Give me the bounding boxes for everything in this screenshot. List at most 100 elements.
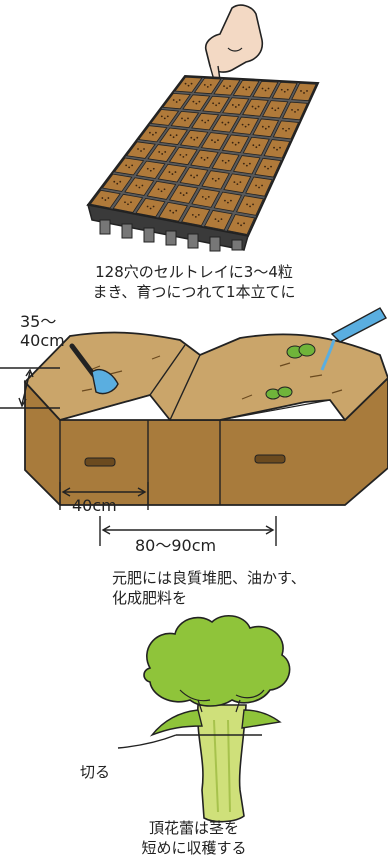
tray-cell: [202, 95, 230, 113]
seed-dot: [169, 134, 172, 137]
fertilizer-line1: 元肥には良質堆肥、油かす、: [112, 569, 306, 587]
seed-dot: [241, 123, 244, 126]
seed-dot: [175, 134, 178, 137]
seed-dot: [196, 174, 198, 177]
tray-cell: [190, 149, 219, 169]
seed-dot: [185, 192, 188, 194]
seed-dot: [137, 148, 139, 150]
seed-dot: [101, 197, 104, 199]
seed-dot: [172, 99, 175, 101]
seed-dot: [163, 117, 166, 120]
seed-dot: [306, 90, 308, 92]
seed-dot: [190, 82, 193, 85]
seed-dot: [234, 143, 237, 146]
tray-cell: [113, 157, 145, 176]
seed-dot: [187, 84, 190, 87]
tray-cell: [191, 188, 221, 208]
seed-dot: [280, 88, 283, 91]
seed-dot: [240, 224, 242, 227]
seed-dot: [242, 86, 245, 89]
tray-cell: [222, 97, 250, 115]
harvest-caption-line2: 短めに収穫する: [141, 839, 247, 857]
tray-cell: [89, 189, 121, 209]
seed-dot: [211, 139, 213, 142]
tray-cell: [235, 195, 264, 216]
seed-dot: [198, 100, 201, 103]
seed-dot: [227, 159, 230, 162]
seed-dot: [217, 177, 220, 180]
seed-dot: [261, 125, 264, 128]
bed-spacing-label: 80～90cm: [135, 536, 217, 555]
seed-dot: [192, 100, 195, 103]
tray-cell: [211, 152, 240, 172]
seed-dot: [196, 136, 199, 139]
seed-dot: [149, 207, 152, 210]
seed-dot: [291, 108, 293, 111]
seed-dot: [248, 86, 251, 89]
tray-cell: [213, 78, 241, 96]
seed-dot: [297, 108, 299, 111]
seed-dot: [276, 148, 278, 151]
ridge-height-line1: 35～: [20, 312, 57, 331]
seed-dot: [223, 85, 225, 87]
seed-dot: [229, 85, 231, 87]
ridge-height-line2: 40cm: [20, 331, 65, 350]
seed-dot: [230, 199, 232, 202]
seed-dot: [288, 127, 290, 130]
seed-dot: [178, 99, 181, 101]
seed-dot: [190, 174, 192, 177]
seed-dot: [201, 119, 204, 122]
tray-cell: [281, 101, 308, 121]
ridge-width-dimension: [59, 482, 149, 510]
seed-dot: [157, 188, 160, 191]
seed-dot: [286, 88, 289, 91]
seed-dot: [234, 106, 237, 108]
seed-dot: [138, 186, 141, 189]
tray-cell: [181, 205, 211, 227]
seed-dot: [184, 82, 187, 85]
seed-dot: [270, 165, 272, 168]
seed-dot: [209, 83, 212, 86]
seed-dot: [255, 184, 257, 187]
tray-cell: [291, 82, 317, 102]
tray-cell: [242, 98, 269, 117]
seed-dot: [152, 133, 154, 136]
seed-dot: [274, 109, 277, 112]
seed-dot: [215, 104, 218, 107]
seed-dot: [160, 190, 163, 193]
tray-cell: [135, 160, 166, 179]
seed-dot: [181, 117, 183, 120]
seed-dot: [248, 162, 251, 165]
tray-cell: [135, 197, 166, 218]
seed-dot: [277, 107, 280, 110]
fertilizer-line2: 化成肥料を: [112, 589, 188, 607]
trowel-illustration: [69, 343, 119, 395]
tray-cell: [168, 184, 199, 204]
tray-cell: [242, 136, 270, 156]
seed-dot: [127, 203, 129, 206]
seed-dot: [204, 121, 207, 124]
seed-dot: [247, 123, 250, 126]
seed-dot: [187, 117, 189, 120]
seed-dot: [155, 131, 157, 134]
tray-cell: [271, 81, 298, 100]
seed-dot: [227, 201, 229, 204]
seed-dot: [174, 171, 177, 173]
seed-dot: [267, 87, 270, 90]
tray-cell: [112, 193, 144, 213]
seed-dot: [185, 153, 188, 156]
seed-dot: [211, 177, 214, 180]
seed-dot: [172, 211, 175, 214]
ridge-width-label: 40cm: [72, 496, 117, 515]
tray-caption: 128穴のセルトレイに3～4粒 まき、育つにつれて1本立てに: [0, 262, 388, 302]
seed-dot: [206, 85, 209, 88]
seed-dot: [146, 167, 149, 170]
seed-dot: [303, 92, 305, 94]
seed-dot: [107, 197, 110, 199]
seed-dot: [152, 167, 155, 170]
tray-cell: [101, 173, 133, 192]
tray-cell: [252, 80, 279, 99]
seed-dot: [221, 159, 224, 162]
seed-dot: [104, 199, 107, 201]
tray-cell: [201, 170, 230, 190]
